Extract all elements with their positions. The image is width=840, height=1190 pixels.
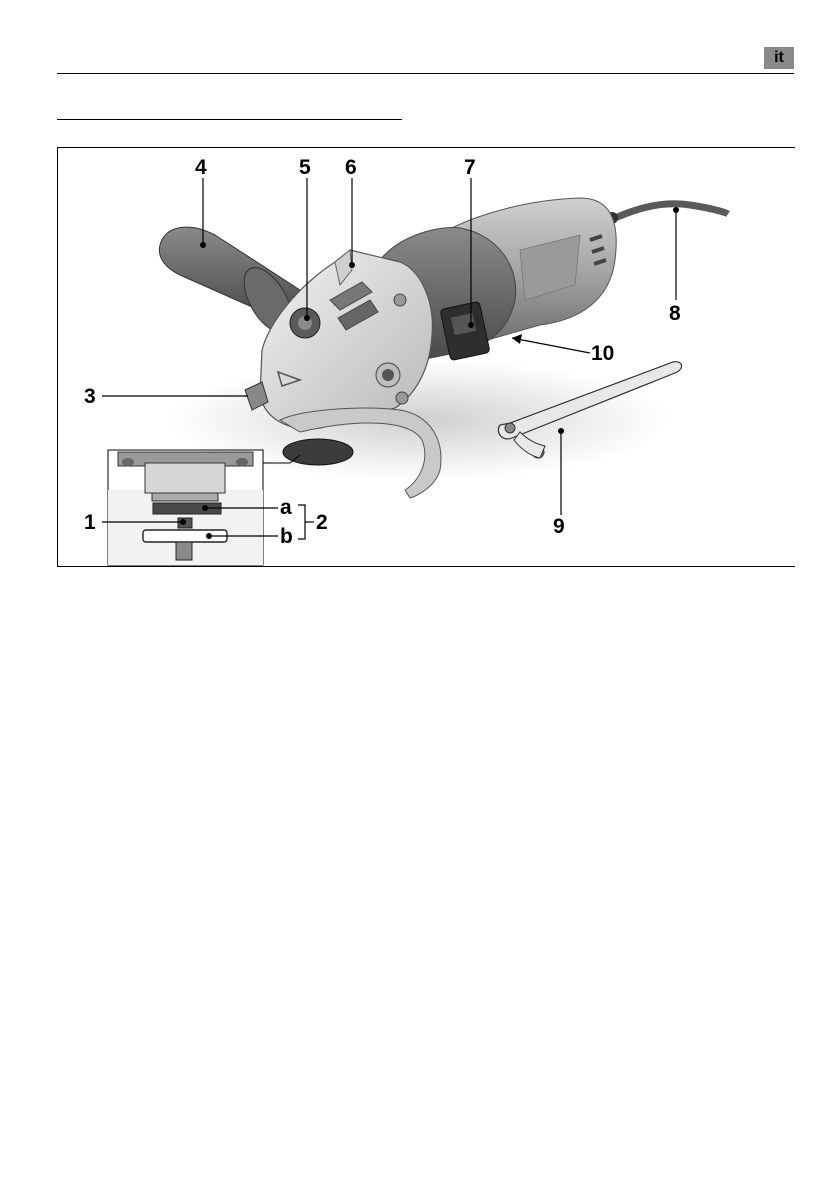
callout-10: 10 [591, 343, 614, 364]
leader-arrowhead-10 [512, 334, 522, 344]
callout-5: 5 [299, 157, 311, 178]
power-cord [600, 204, 728, 225]
callout-7: 7 [464, 157, 476, 178]
callout-4: 4 [195, 157, 207, 178]
callout-6: 6 [345, 157, 357, 178]
callout-a: a [280, 497, 292, 518]
callout-2: 2 [316, 512, 328, 533]
thread-hole [382, 369, 394, 381]
callout-9: 9 [553, 516, 565, 537]
callout-b: b [280, 526, 293, 547]
callout-1: 1 [84, 512, 96, 533]
callout-3: 3 [84, 386, 96, 407]
grinding-disc-flange [283, 439, 353, 465]
screw-top [394, 294, 406, 306]
callout-8: 8 [669, 303, 681, 324]
screw-bottom [396, 392, 408, 404]
spanner-pin-1 [505, 423, 515, 433]
